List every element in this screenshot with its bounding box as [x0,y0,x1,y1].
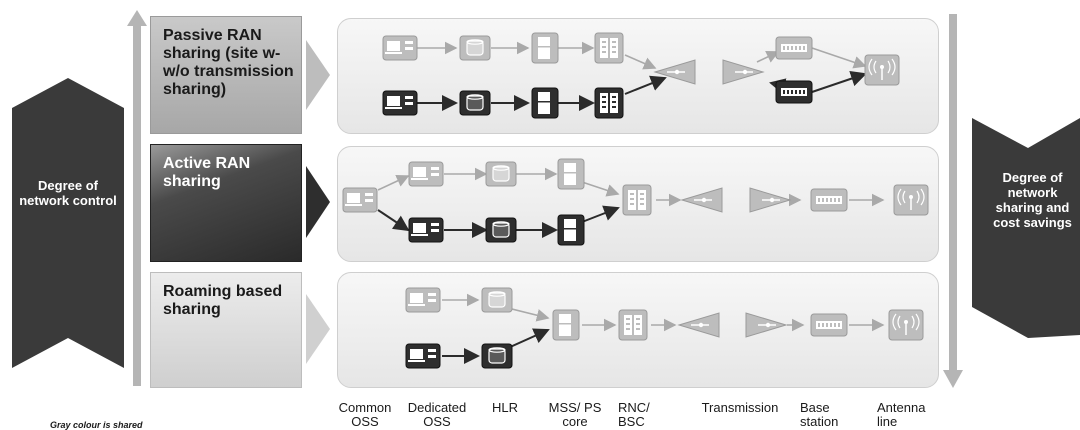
link-p4 [624,54,657,70]
link-a2 [377,209,410,232]
base-station-active [810,188,848,212]
rnc-shared-passive [594,32,624,64]
hlr-dedicated-active [485,217,517,243]
pointer-active [306,166,330,238]
link-p11 [811,47,867,69]
oss-shared-active [408,161,444,187]
column-label-base-station: Base station [800,400,839,429]
link-r4 [507,328,550,349]
column-label-mss-ps-core: MSS/ PS core [548,400,602,429]
column-label-dedicated-oss: Dedicated OSS [407,400,467,429]
category-roaming-label: Roaming based sharing [163,283,283,318]
pointer-roaming [306,294,330,364]
rnc-shared-active [622,184,652,216]
hlr-dedicated-passive [459,90,491,116]
mss-shared-active [557,158,585,190]
oss-shared-roaming [405,287,441,313]
oss-dedicated-passive [382,90,418,116]
hlr-shared-roaming [481,287,513,313]
mss-shared-passive [531,32,559,64]
hlr-shared-passive [459,35,491,61]
antenna-roaming [888,309,924,341]
column-label-common-oss: Common OSS [338,400,392,429]
base-station-dedicated-passive [775,80,813,104]
common-oss-active [342,187,378,213]
transmission-left-roaming [677,312,720,338]
link-r2 [507,307,550,322]
base-station-roaming [810,313,848,337]
category-active-ran-label: Active RAN sharing [163,155,251,190]
transmission-right-roaming [745,312,788,338]
category-passive-ran: Passive RAN sharing (site w-w/o transmis… [150,16,302,134]
mss-dedicated-passive [531,87,559,119]
column-label-rnc-bsc: RNC/ BSC [618,400,650,429]
down-arrow [943,14,963,388]
antenna-passive [864,54,900,86]
column-label-transmission: Transmission [701,400,779,415]
category-roaming: Roaming based sharing [150,272,302,388]
right-chevron-shape [972,118,1080,338]
transmission-left-passive [653,59,696,85]
category-active-ran: Active RAN sharing [150,144,302,262]
link-p12 [811,70,867,93]
antenna-active [893,184,929,216]
left-chevron-shape [12,78,124,368]
column-label-hlr: HLR [491,400,518,415]
transmission-right-passive [722,59,765,85]
hlr-dedicated-roaming [481,343,513,369]
up-arrow [127,10,147,386]
column-label-antenna-line: Antenna line [877,400,926,429]
right-chevron-label: Degree of network sharing and cost savin… [993,170,1072,230]
left-chevron-label: Degree of network control [19,178,117,208]
link-p8 [624,75,667,95]
rnc-dedicated-passive [594,87,624,119]
transmission-right-active [749,187,792,213]
pointer-passive [306,40,330,110]
base-station-shared-passive [775,36,813,60]
hlr-shared-active [485,161,517,187]
footnote: Gray colour is shared [50,420,143,430]
link-p9 [756,51,780,63]
mss-dedicated-active [557,214,585,246]
link-a8 [581,205,620,223]
oss-shared-passive [382,35,418,61]
pointer-triangles [306,40,330,364]
panel-passive [337,18,939,134]
transmission-left-active [680,187,723,213]
category-passive-ran-label: Passive RAN sharing (site w-w/o transmis… [163,27,294,98]
oss-dedicated-roaming [405,343,441,369]
mss-shared-roaming [552,309,580,341]
link-a1 [377,174,410,191]
oss-dedicated-active [408,217,444,243]
rnc-shared-roaming [618,309,648,341]
link-a5 [581,181,620,197]
